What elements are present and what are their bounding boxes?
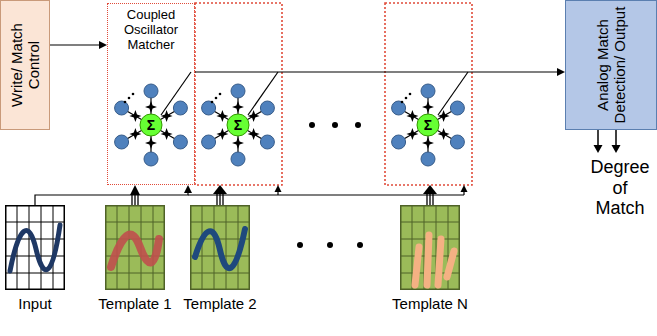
grid-picture — [190, 205, 250, 290]
control-box: Write/ Match Control — [0, 0, 50, 130]
connector — [130, 185, 140, 205]
connector-line — [50, 44, 100, 45]
node-text: Analog Match Detection/ Output — [594, 4, 629, 126]
sum-symbol: Σ — [234, 118, 242, 132]
grid-picture — [105, 205, 165, 290]
connector-line — [35, 192, 188, 205]
grid-picture — [5, 205, 65, 290]
node-text: Coupled Oscillator Matcher — [111, 7, 191, 54]
input-grid: Input — [5, 205, 65, 290]
sum-symbol: Σ — [424, 118, 432, 132]
template-grid: Template 2 — [190, 205, 250, 290]
connector — [50, 41, 107, 49]
node-text: Input — [18, 295, 51, 312]
template-grid: Template 1 — [105, 205, 165, 290]
connector-line — [137, 194, 138, 205]
connector-line — [195, 71, 558, 72]
node-text: Template N — [392, 295, 468, 312]
arrow-head — [557, 68, 565, 76]
connector-line — [131, 194, 132, 205]
connector — [195, 68, 565, 76]
arrow-head — [184, 185, 192, 193]
grid-picture — [400, 205, 460, 290]
output-box: Analog Match Detection/ Output — [565, 0, 657, 130]
connector-line — [134, 194, 135, 205]
node-text: Template 2 — [183, 295, 256, 312]
arrow-head — [130, 185, 140, 195]
arrow-head — [99, 41, 107, 49]
matcher-box: Coupled Oscillator Matcher — [107, 3, 195, 185]
sum-symbol: Σ — [147, 118, 155, 132]
node-text: Template 1 — [98, 295, 171, 312]
template-grid: Template N — [400, 205, 460, 290]
connector — [35, 185, 192, 205]
output-label: Degree of Match — [586, 157, 654, 219]
node-text: Write/ Match Control — [8, 4, 43, 126]
